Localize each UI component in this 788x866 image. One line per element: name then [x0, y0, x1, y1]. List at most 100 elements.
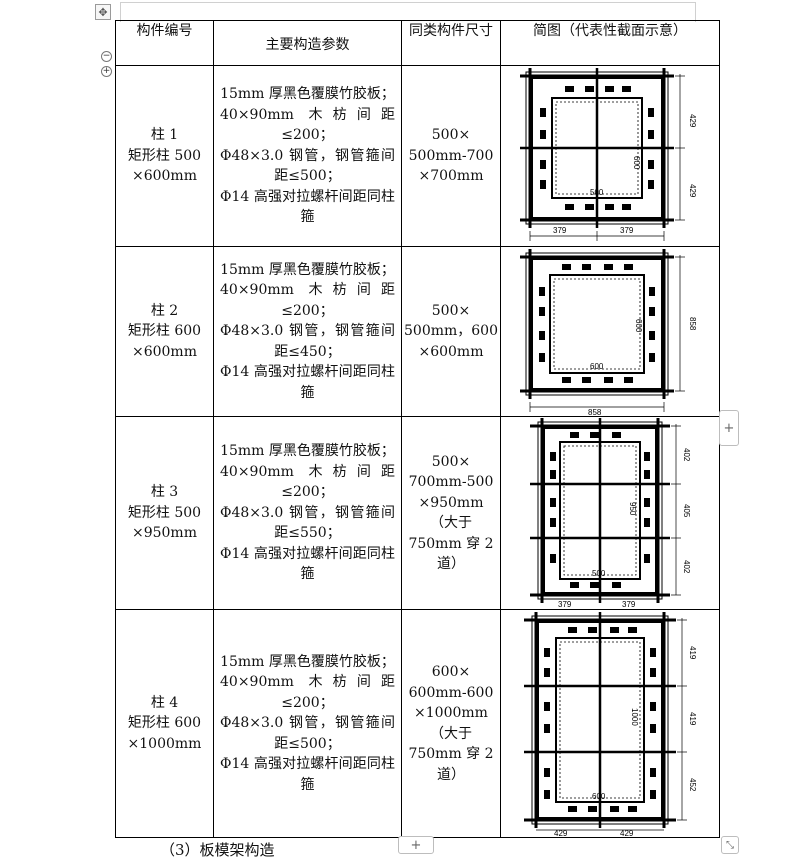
param-formwork: 15mm 厚黑色覆膜竹胶板；	[220, 261, 395, 278]
dim-label: 402	[682, 448, 690, 462]
dim-label: 379	[620, 226, 634, 235]
header-sizes: 同类构件尺寸	[401, 20, 501, 66]
dim-label: 500	[590, 188, 604, 197]
sizes-cell: 500× 700mm-500 ×950mm （大于 750mm 穿 2 道）	[401, 416, 501, 610]
size-line: 500×	[431, 302, 471, 319]
minus-circle-icon[interactable]: −	[101, 51, 112, 62]
add-row-button[interactable]: +	[398, 836, 434, 854]
dim-label: 379	[553, 226, 567, 235]
sizes-cell: 600× 600mm-600 ×1000mm （大于 750mm 穿 2 道）	[401, 609, 501, 838]
param-tie-bolt: Φ14 高强对拉螺杆间距同柱箍	[220, 364, 395, 401]
plus-circle-icon[interactable]: +	[101, 66, 112, 77]
column-section-diagram: 858 600 600 858	[520, 248, 697, 415]
dim-label: 419	[688, 712, 696, 726]
add-column-button[interactable]: +	[719, 410, 739, 446]
param-timber: 40×90mm 木枋间距≤200；	[220, 106, 395, 144]
component-type: 矩形柱 500	[127, 504, 202, 521]
component-id-cell: 柱 3 矩形柱 500 ×950mm	[115, 416, 214, 610]
size-line: 600×	[431, 664, 471, 680]
sizes-cell: 500× 500mm，600 ×600mm	[401, 246, 501, 417]
component-type: 矩形柱 600	[127, 323, 202, 340]
table-row: 柱 1 矩形柱 500 ×600mm 15mm 厚黑色覆膜竹胶板； 40×90m…	[115, 65, 720, 247]
size-line: 500mm，600	[404, 323, 498, 340]
diagram-cell: 402 405 402 950 500 379 379	[500, 416, 720, 610]
dim-label: 950	[628, 502, 637, 516]
dim-label: 858	[688, 317, 697, 331]
size-line: 700mm-500	[408, 474, 494, 490]
params-cell: 15mm 厚黑色覆膜竹胶板； 40×90mm 木枋间距≤200； Φ48×3.0…	[213, 246, 402, 417]
size-line: 道）	[437, 766, 465, 783]
dim-label: 379	[622, 600, 636, 608]
dim-label: 452	[688, 778, 696, 792]
plus-icon: +	[410, 837, 422, 853]
table-header-row: 构件编号 主要构造参数 同类构件尺寸 简图（代表性截面示意）	[115, 20, 720, 66]
size-line: 道）	[437, 556, 465, 572]
size-line: 750mm 穿 2	[408, 746, 494, 762]
dim-label: 429	[688, 114, 697, 128]
dim-label: 600	[592, 792, 606, 801]
dim-label: 402	[682, 560, 690, 574]
param-tie-bolt: Φ14 高强对拉螺杆间距同柱箍	[220, 188, 395, 226]
column-section-diagram: 429 429 600 500 379 379	[520, 68, 697, 241]
size-line: （大于	[430, 725, 472, 742]
dim-label: 405	[682, 504, 690, 518]
diagram-cell: 429 429 600 500 379 379	[500, 65, 720, 247]
resize-diagonal-icon: ⤡	[726, 839, 734, 851]
table-resize-handle[interactable]: ⤡	[721, 836, 739, 854]
param-timber: 40×90mm 木枋间距≤200；	[220, 282, 395, 319]
dim-label: 379	[558, 600, 572, 608]
component-size: ×600mm	[131, 343, 197, 360]
params-cell: 15mm 厚黑色覆膜竹胶板； 40×90mm 木枋间距≤200； Φ48×3.0…	[213, 65, 402, 247]
table-row: 柱 3 矩形柱 500 ×950mm 15mm 厚黑色覆膜竹胶板； 40×90m…	[115, 416, 720, 610]
section-caption: （3）板模架构造	[160, 841, 275, 859]
dim-label: 1000	[630, 708, 639, 726]
table-row: 柱 2 矩形柱 600 ×600mm 15mm 厚黑色覆膜竹胶板； 40×90m…	[115, 246, 720, 417]
dim-label: 600	[634, 319, 643, 333]
dim-label: 600	[590, 362, 604, 371]
header-diagram: 简图（代表性截面示意）	[500, 20, 720, 66]
param-formwork: 15mm 厚黑色覆膜竹胶板；	[220, 86, 395, 103]
diagram-cell: 858 600 600 858	[500, 246, 720, 417]
size-line: 750mm 穿 2	[408, 535, 494, 552]
sizes-cell: 500× 500mm-700 ×700mm	[401, 65, 501, 247]
param-tie-bolt: Φ14 高强对拉螺杆间距同柱箍	[220, 756, 395, 793]
table-move-handle[interactable]: ✥	[95, 4, 111, 20]
size-line: 500×	[431, 453, 471, 470]
component-name: 柱 3	[150, 484, 179, 501]
params-cell: 15mm 厚黑色覆膜竹胶板； 40×90mm 木枋间距≤200； Φ48×3.0…	[213, 609, 402, 838]
param-tie-bolt: Φ14 高强对拉螺杆间距同柱箍	[220, 545, 395, 583]
header-params: 主要构造参数	[213, 20, 402, 66]
plus-icon: +	[723, 420, 735, 436]
param-formwork: 15mm 厚黑色覆膜竹胶板；	[220, 443, 395, 460]
column-section-diagram: 402 405 402 950 500 379 379	[530, 418, 690, 608]
dim-label: 419	[688, 646, 696, 660]
component-size: ×1000mm	[127, 735, 202, 752]
dim-label: 500	[592, 569, 606, 578]
header-id: 构件编号	[115, 20, 214, 66]
component-size: ×950mm	[131, 525, 197, 542]
component-id-cell: 柱 2 矩形柱 600 ×600mm	[115, 246, 214, 417]
component-name: 柱 4	[150, 694, 179, 711]
component-type: 矩形柱 600	[127, 715, 202, 732]
param-timber: 40×90mm 木枋间距≤200；	[220, 674, 395, 711]
param-steel-tube: Φ48×3.0 钢管，钢管箍间距≤450；	[220, 323, 395, 360]
component-id-cell: 柱 4 矩形柱 600 ×1000mm	[115, 609, 214, 838]
component-size: ×600mm	[131, 168, 197, 185]
dim-label: 429	[620, 829, 634, 836]
param-formwork: 15mm 厚黑色覆膜竹胶板；	[220, 653, 395, 670]
size-line: ×1000mm	[414, 705, 488, 721]
size-line: ×950mm	[418, 494, 484, 511]
size-line: ×600mm	[418, 343, 484, 360]
column-spec-table: 构件编号 主要构造参数 同类构件尺寸 简图（代表性截面示意） 柱 1 矩形柱 5…	[115, 20, 720, 838]
header-params-text: 主要构造参数	[265, 37, 350, 53]
size-line: 500×	[431, 127, 471, 144]
dim-label: 429	[688, 184, 697, 198]
column-section-diagram: 419 419 452 1000 600 429 429	[524, 611, 696, 836]
param-steel-tube: Φ48×3.0 钢管，钢管箍间距≤500；	[220, 147, 395, 185]
table-top-edge	[120, 2, 696, 22]
param-timber: 40×90mm 木枋间距≤200；	[220, 463, 395, 501]
size-line: （大于	[430, 515, 472, 531]
dim-label: 600	[632, 156, 641, 170]
component-type: 矩形柱 500	[127, 147, 202, 164]
component-name: 柱 2	[150, 302, 179, 319]
